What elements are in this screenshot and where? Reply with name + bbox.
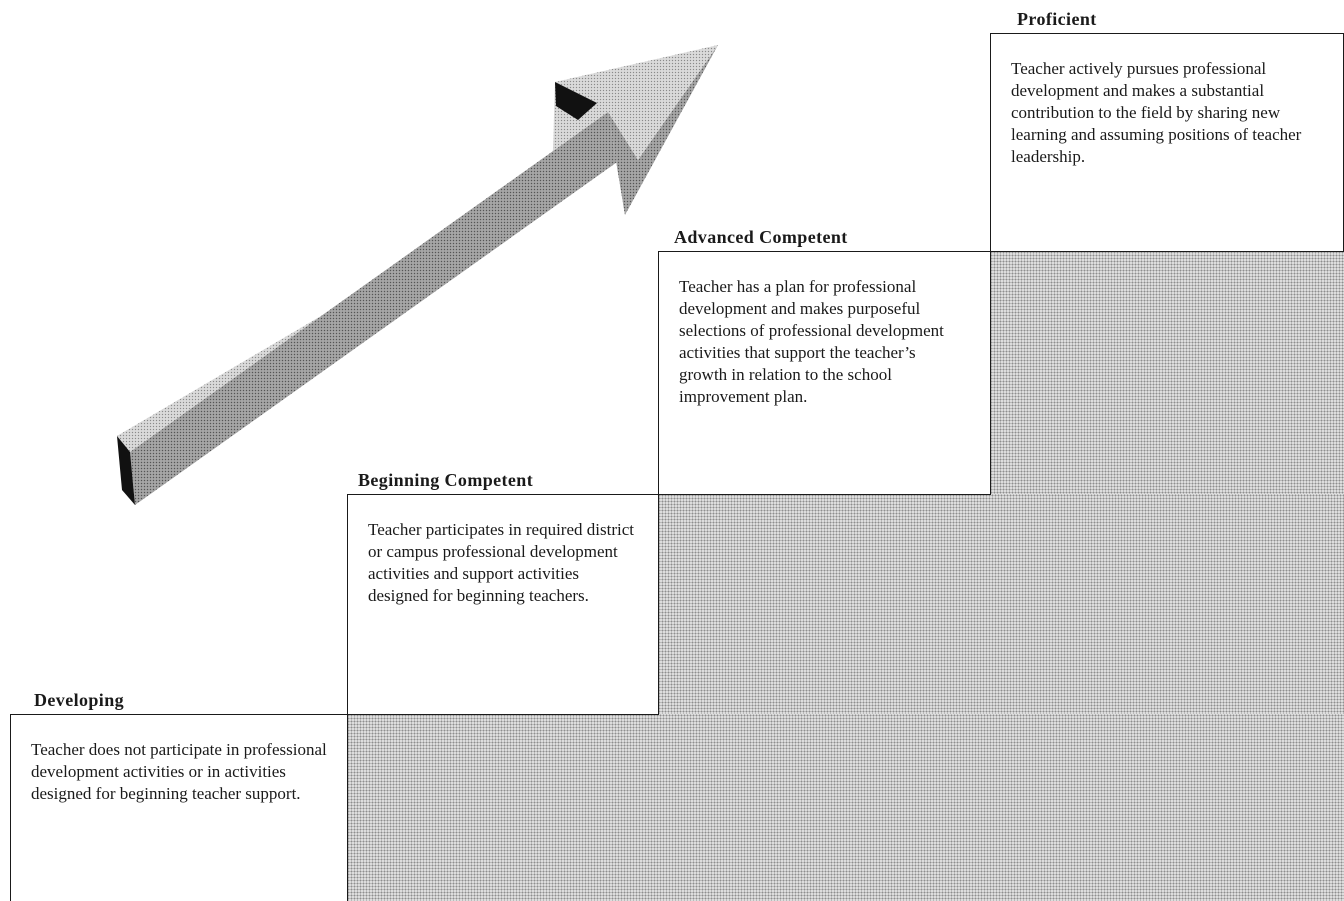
stage-description-developing: Teacher does not participate in professi… bbox=[31, 740, 327, 803]
stage-box-beginning-competent: Teacher participates in required distric… bbox=[347, 494, 659, 715]
upward-growth-arrow-icon bbox=[117, 45, 718, 505]
stage-box-developing: Teacher does not participate in professi… bbox=[10, 714, 348, 901]
arrow-head-side-face bbox=[608, 45, 718, 215]
stage-title-developing: Developing bbox=[34, 690, 125, 710]
stair-step-fill-3 bbox=[990, 251, 1344, 494]
arrow-tail-end-cap bbox=[117, 436, 135, 505]
stair-step-fill-1 bbox=[347, 714, 1344, 901]
stage-box-advanced-competent: Teacher has a plan for professional deve… bbox=[658, 251, 991, 495]
stair-step-fill-2 bbox=[658, 494, 1344, 714]
stage-title-proficient: Proficient bbox=[1017, 9, 1097, 29]
arrow-head-barb bbox=[555, 82, 597, 120]
stage-description-beginning-competent: Teacher participates in required distric… bbox=[368, 520, 634, 605]
stage-description-advanced-competent: Teacher has a plan for professional deve… bbox=[679, 277, 944, 406]
stage-title-beginning-competent: Beginning Competent bbox=[358, 470, 534, 490]
stage-description-proficient: Teacher actively pursues professional de… bbox=[1011, 59, 1302, 166]
stage-title-advanced-competent: Advanced Competent bbox=[674, 227, 848, 247]
stage-box-proficient: Teacher actively pursues professional de… bbox=[990, 33, 1344, 252]
arrow-side-face bbox=[130, 112, 625, 505]
